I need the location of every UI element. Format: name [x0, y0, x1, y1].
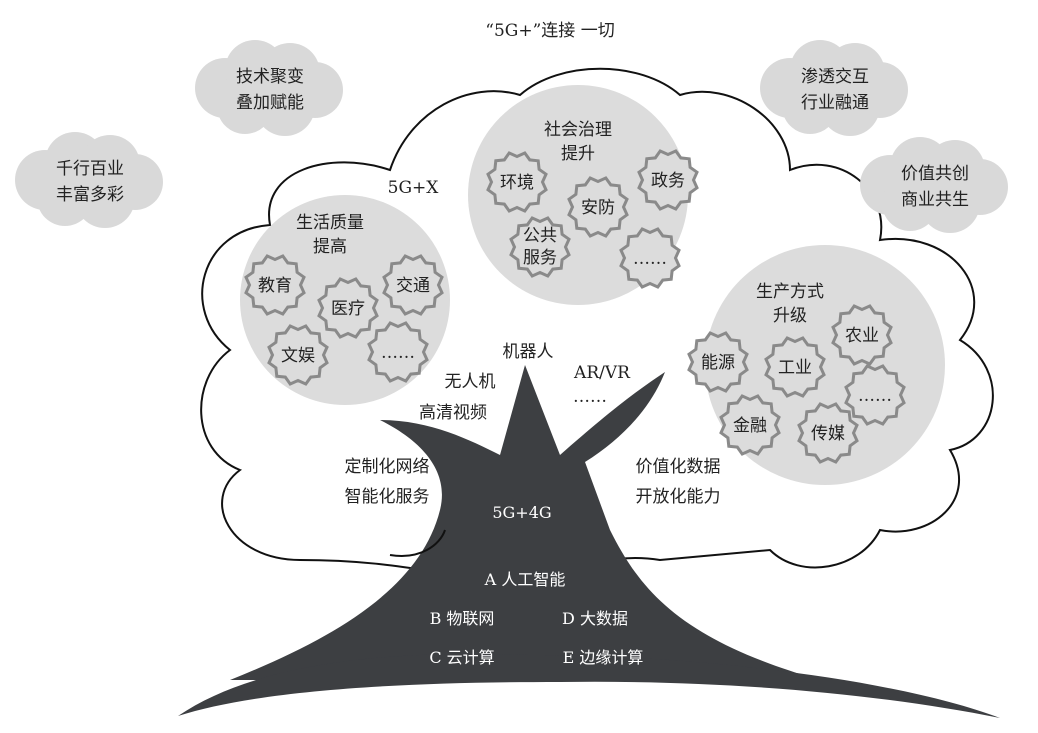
left-label: 定制化网络: [345, 457, 430, 477]
category-item: 农业: [831, 304, 893, 366]
category-item-label: 交通: [396, 276, 430, 296]
branch-label: AR/VR: [573, 363, 631, 383]
left-label: 智能化服务: [345, 487, 430, 507]
category-item-label: 传媒: [811, 424, 845, 444]
category-item-label: 医疗: [331, 299, 365, 319]
category-title: 社会治理: [544, 120, 612, 140]
category-item-label: 农业: [845, 326, 879, 346]
category-title: 生产方式: [756, 282, 824, 302]
gear-icon: [719, 394, 781, 456]
category-item-label: 政务: [651, 171, 685, 191]
side-cloud-text: 叠加赋能: [236, 93, 304, 113]
category-item: ……: [619, 227, 681, 289]
side-cloud-text: 渗透交互: [801, 67, 869, 87]
category-item-label: 文娱: [281, 346, 315, 366]
category-item-label: ……: [858, 386, 892, 406]
category-title: 生活质量: [296, 213, 364, 233]
gear-icon: [567, 176, 629, 238]
center-label: 5G+X: [388, 178, 440, 198]
category-item: ……: [844, 364, 906, 426]
category-item: 金融: [719, 394, 781, 456]
ground: [178, 653, 1000, 718]
branch-label: 无人机: [445, 372, 496, 392]
cloud-edge-left: [389, 529, 446, 557]
category-item: 交通: [382, 254, 444, 316]
gear-icon: [619, 227, 681, 289]
gear-icon: [382, 254, 444, 316]
category-item-label: 服务: [523, 248, 557, 268]
category-item: 工业: [764, 336, 826, 398]
side-cloud-text: 行业融通: [801, 93, 869, 113]
side-cloud-text: 商业共生: [901, 190, 969, 210]
gear-icon: [844, 364, 906, 426]
technology-label: E 边缘计算: [563, 648, 644, 667]
category-title: 升级: [773, 306, 807, 326]
gear-icon: [797, 402, 859, 464]
gear-icon: [831, 304, 893, 366]
gear-icon: [509, 216, 571, 278]
side-cloud-text: 千行百业: [56, 159, 124, 179]
category-title: 提升: [561, 144, 595, 164]
technology-label: C 云计算: [429, 648, 494, 667]
side-cloud-text: 丰富多彩: [56, 185, 124, 205]
category-title: 提高: [313, 237, 347, 257]
technology-label: A 人工智能: [484, 570, 566, 589]
category-item: 文娱: [267, 324, 329, 386]
technology-label: D 大数据: [562, 609, 628, 628]
category-item: 政务: [637, 149, 699, 211]
network-label: 5G+4G: [492, 503, 551, 522]
category-item-label: ……: [381, 343, 415, 363]
category-item: 传媒: [797, 402, 859, 464]
category-item-label: 安防: [581, 198, 615, 218]
right-label: 价值化数据: [636, 457, 721, 477]
branch-label: 机器人: [503, 342, 554, 362]
branch-label: ……: [573, 387, 607, 407]
top-title: “5G+”连接 一切: [485, 21, 614, 41]
gear-icon: [637, 149, 699, 211]
category-item: ……: [367, 321, 429, 383]
technology-label: B 物联网: [430, 609, 495, 628]
branch-label: 高清视频: [419, 403, 487, 423]
side-cloud-text: 技术聚变: [236, 67, 304, 87]
side-cloud-text: 价值共创: [901, 164, 969, 184]
category-item-label: 工业: [778, 358, 812, 378]
category-item: 安防: [567, 176, 629, 238]
gear-icon: [486, 151, 548, 213]
gear-icon: [367, 321, 429, 383]
category-item-label: 金融: [733, 416, 767, 436]
category-item: 教育: [244, 254, 306, 316]
gear-icon: [244, 254, 306, 316]
gear-icon: [687, 331, 749, 393]
right-label: 开放化能力: [636, 487, 721, 507]
category-item-label: 能源: [701, 353, 735, 373]
category-item-label: 公共: [523, 226, 557, 246]
gear-icon: [317, 277, 379, 339]
gear-icon: [267, 324, 329, 386]
category-item: 医疗: [317, 277, 379, 339]
category-item-label: 环境: [500, 173, 534, 193]
category-item-label: 教育: [258, 276, 292, 296]
category-item: 能源: [687, 331, 749, 393]
gear-icon: [764, 336, 826, 398]
category-item: 环境: [486, 151, 548, 213]
tree-trunk: [230, 365, 820, 680]
category-item-label: ……: [633, 249, 667, 269]
